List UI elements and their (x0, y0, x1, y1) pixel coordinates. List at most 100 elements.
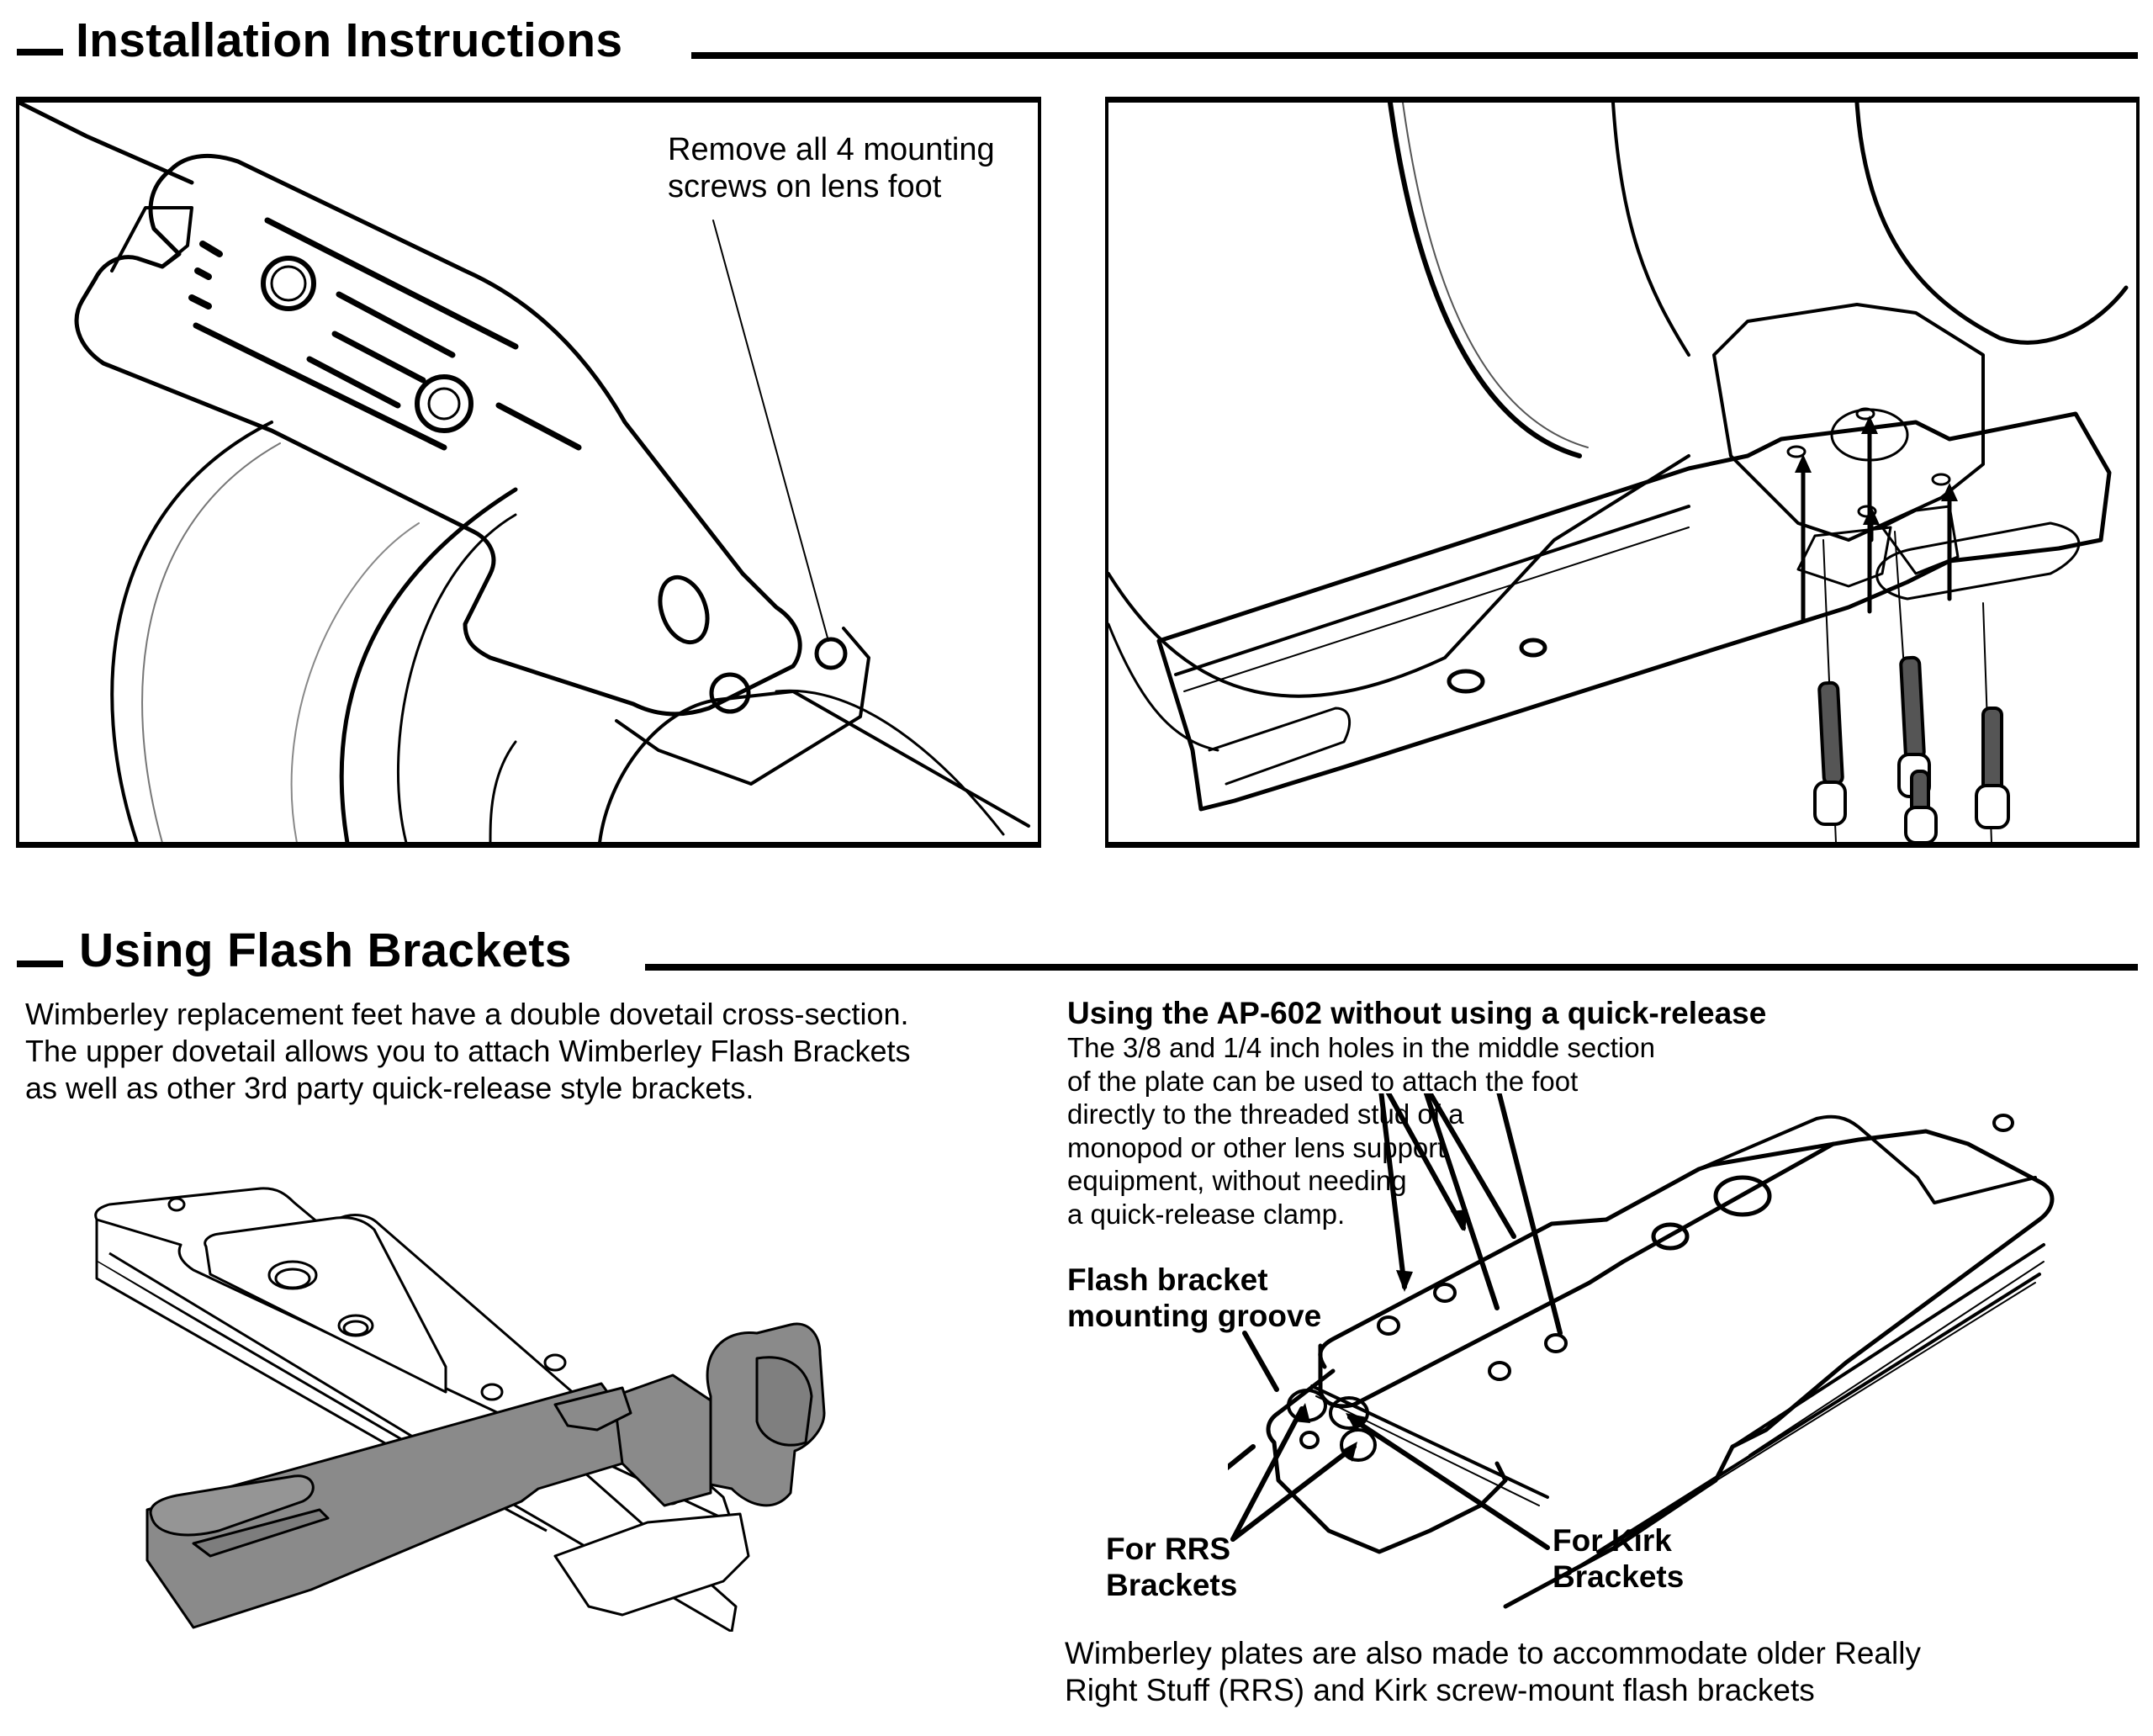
bracket-clamp-jaw (553, 1386, 632, 1432)
label-for-kirk-brackets: For Kirk Brackets (1553, 1522, 1684, 1595)
footer-line: Wimberley plates are also made to accomm… (1065, 1636, 1921, 1670)
arrow-head (1396, 1270, 1413, 1292)
kirk-leader-line (1347, 1415, 1550, 1550)
foot-mount-hole (415, 374, 473, 433)
plate-hole-3-8-inner (274, 1268, 311, 1289)
foot-mount-hole (270, 265, 307, 302)
foot-screw-hole (1855, 407, 1875, 421)
arrow-head (1451, 1209, 1468, 1231)
illustration-panel-plate-exploded (1105, 97, 2140, 848)
arrow-head (1863, 506, 1880, 525)
screw-head (1813, 781, 1847, 826)
screw-hole (709, 672, 751, 714)
callout-line: screws on lens foot (668, 169, 942, 204)
plate-dovetail-rail (1183, 527, 1690, 692)
flash-groove (1315, 1395, 1540, 1506)
plate-hole-3-8 (1713, 1175, 1772, 1217)
foot-groove (336, 291, 456, 358)
lens-barrel-ring-left (110, 421, 273, 842)
foot-groove (193, 322, 447, 451)
illustration-panel-lens-foot: Remove all 4 mounting screws on lens foo… (16, 97, 1041, 848)
plate-small-hole (167, 1197, 186, 1212)
foot-groove (199, 241, 223, 257)
plate-top-outline (1318, 1129, 2055, 1609)
foot-mount-hole (261, 256, 316, 311)
lens-barrel-ring-inner (1402, 103, 1589, 448)
label-leader-line (1423, 1093, 1500, 1310)
heading-trailing-rule (691, 52, 2138, 59)
kirk-bracket-hole (1329, 1396, 1369, 1430)
foot-end-slot (110, 206, 193, 273)
groove-leader-line (1242, 1331, 1279, 1392)
body-line: The 3/8 and 1/4 inch holes in the middle… (1067, 1032, 1655, 1063)
arrow-head (1795, 454, 1812, 473)
screw-head (1975, 784, 2010, 829)
lens-barrel-ring-3 (1854, 103, 2129, 345)
body-line: monopod or other lens support (1067, 1131, 1446, 1163)
callout-leader-line (712, 220, 829, 642)
paragraph-line: The upper dovetail allows you to attach … (25, 1034, 911, 1068)
body-line: equipment, without needing (1067, 1165, 1407, 1197)
screw (1817, 680, 1844, 786)
label-for-rrs-brackets: For RRS Brackets (1106, 1531, 1237, 1603)
plate-dovetail-rail (1174, 505, 1690, 676)
bracket-arm-slot-2 (192, 1508, 330, 1558)
foot-groove (194, 267, 212, 280)
plate-small-hole (1377, 1315, 1400, 1336)
arrow-head (1342, 1442, 1357, 1462)
lens-barrel-ring (1388, 103, 1582, 458)
screw (1899, 655, 1926, 761)
foot-groove (264, 217, 519, 350)
plate-hole-1-4 (1651, 1222, 1690, 1251)
foot-groove (495, 402, 582, 451)
lens-foot-illustration (19, 103, 1030, 842)
lens-barrel-bottom (1108, 454, 1690, 698)
label-leader-line (1427, 1093, 1516, 1239)
plate-screw-boss (1796, 526, 1892, 588)
screw-hole (658, 574, 710, 645)
paragraph-line: as well as other 3rd party quick-release… (25, 1071, 754, 1105)
label-line: Brackets (1553, 1559, 1685, 1594)
bracket-clamp-block (612, 1373, 712, 1507)
screw-hole (814, 637, 848, 670)
label-flash-bracket-groove: Flash bracket mounting groove (1067, 1262, 1321, 1334)
plate-side-rail (1731, 1243, 2045, 1448)
plate-small-hole (480, 1383, 504, 1401)
plate-small-hole (1299, 1431, 1320, 1449)
body-line: of the plate can be used to attach the f… (1067, 1065, 1579, 1097)
arrow-head (1346, 1413, 1367, 1432)
foot-mount-hole (427, 387, 461, 421)
plate-small-hole (1992, 1114, 2014, 1132)
lens-foot-stub (1712, 303, 1985, 542)
paragraph-line: Wimberley replacement feet have a double… (25, 997, 909, 1031)
plate-small-hole (1488, 1361, 1511, 1381)
plate-side-rail (1748, 1261, 2045, 1456)
ap602-heading: Using the AP-602 without using a quick-r… (1067, 996, 1767, 1030)
heading-trailing-rule (645, 964, 2138, 971)
plate-exploded-illustration (1108, 103, 2129, 842)
footer-line: Right Stuff (RRS) and Kirk screw-mount f… (1065, 1673, 1815, 1707)
lens-barrel-collar (489, 740, 517, 842)
callout-line: Remove all 4 mounting (668, 132, 995, 167)
plate-screw-boss (1881, 505, 1960, 575)
plate-cutout (1875, 521, 2081, 601)
foot-screw-hole (1931, 473, 1951, 486)
foot-groove (331, 331, 426, 384)
plate-upper-step (1697, 1114, 2037, 1204)
label-line: Brackets (1106, 1568, 1238, 1602)
lens-focus-ring (1108, 622, 1219, 752)
plate-small-hole (543, 1353, 567, 1372)
plate-end-slot (1208, 707, 1352, 786)
mounting-plate-outline (1156, 411, 2112, 812)
rrs-leader-line (1230, 1444, 1357, 1542)
rrs-bracket-hole (1340, 1428, 1377, 1462)
plate-raised-section (204, 1216, 447, 1394)
label-line: mounting groove (1067, 1299, 1322, 1333)
footer-note: Wimberley plates are also made to accomm… (1065, 1635, 1921, 1709)
ap602-leader-line (1385, 1093, 1466, 1231)
bracket-knob-face (755, 1356, 813, 1447)
bracket-arm-slot (149, 1474, 315, 1537)
plate-raised-top (1318, 1141, 1836, 1409)
heading-lead-rule (17, 961, 63, 967)
lens-barrel-ring-right2 (397, 513, 517, 842)
